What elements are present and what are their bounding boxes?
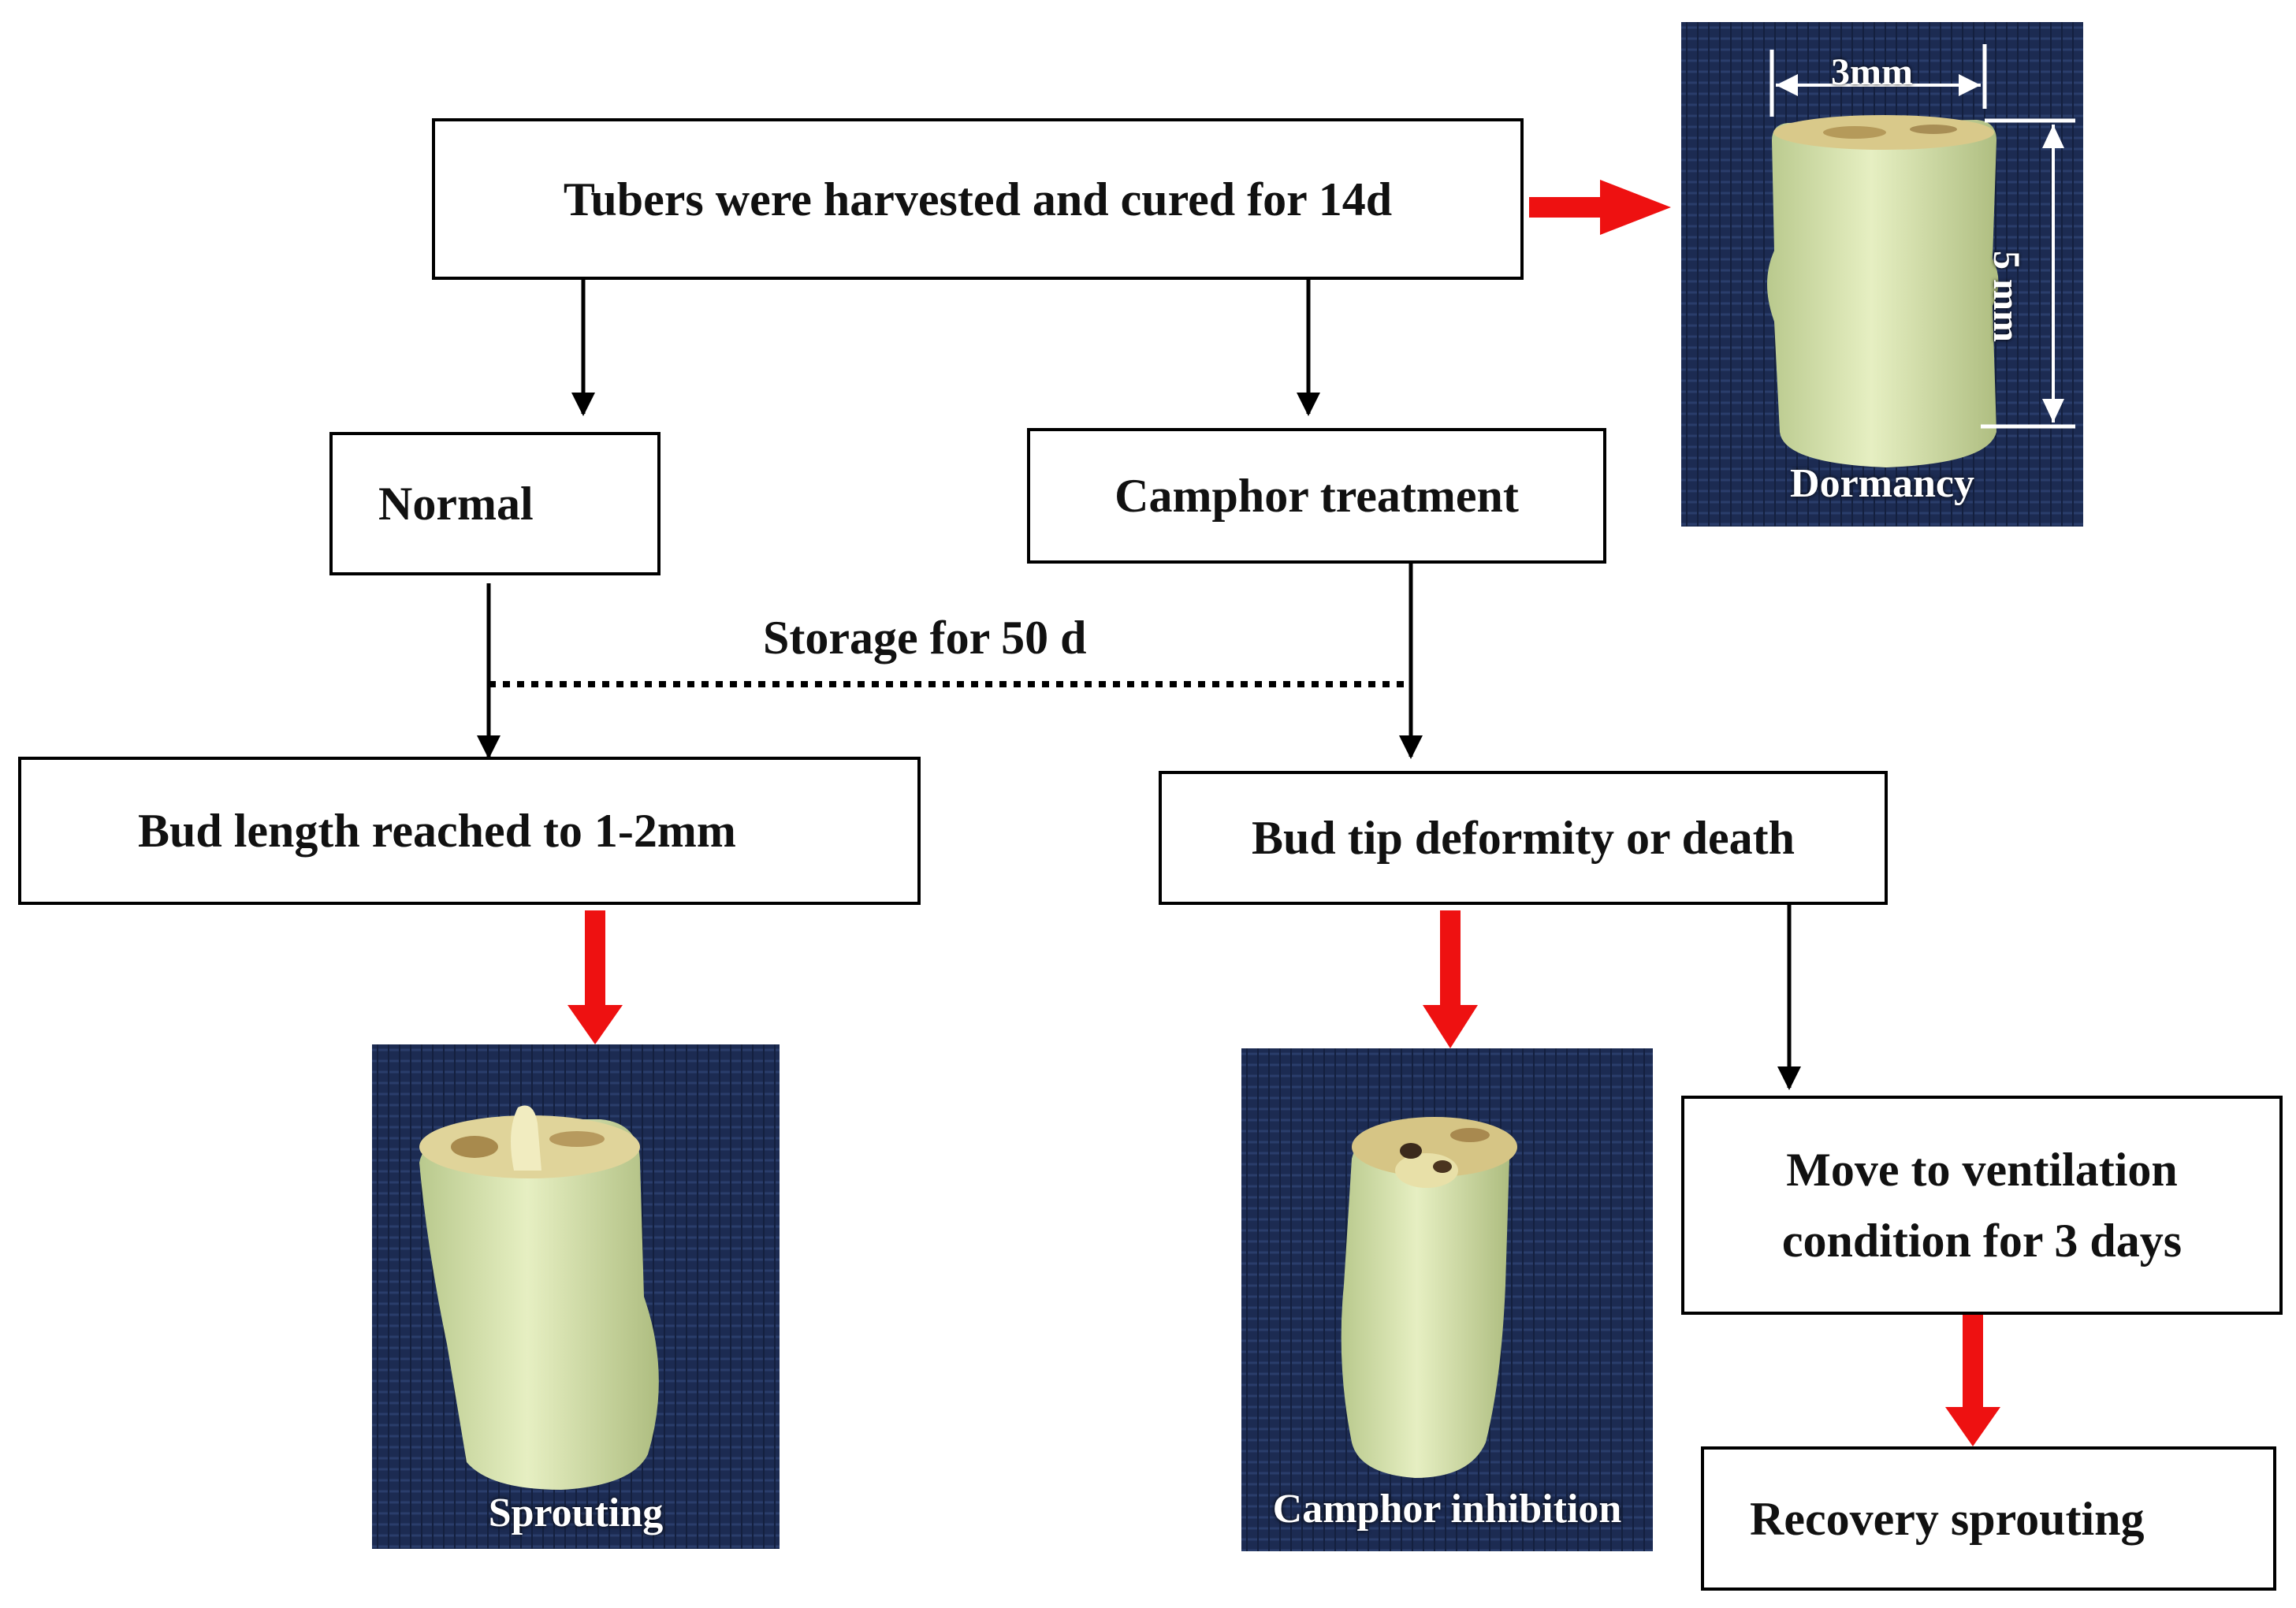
red-arrow-to-camphor-inhibition: [1423, 910, 1478, 1048]
sprouting-image: [372, 1044, 780, 1549]
ventilation-box-line2: condition for 3 days: [1781, 1215, 2183, 1267]
camphor-treatment-box-text: Camphor treatment: [1115, 470, 1519, 522]
bud-tip-box-text: Bud tip deformity or death: [1252, 812, 1795, 864]
sprouting-photo: Sprouting: [372, 1044, 780, 1549]
dormancy-width-label: 3mm: [1831, 51, 1913, 93]
dormancy-photo: 3mm 5 mm Dormancy: [1681, 22, 2083, 527]
normal-box-text: Normal: [378, 478, 534, 530]
dormancy-caption: Dormancy: [1790, 461, 1974, 506]
bud-length-box-text: Bud length reached to 1-2mm: [138, 805, 736, 857]
harvest-box: Tubers were harvested and cured for 14d: [432, 118, 1524, 280]
storage-label: Storage for 50 d: [763, 612, 1087, 664]
normal-box: Normal: [329, 432, 661, 575]
recovery-box-text: Recovery sprouting: [1750, 1492, 2145, 1545]
camphor-inhibition-image: [1241, 1048, 1653, 1551]
ventilation-box: Move to ventilation condition for 3 days: [1681, 1096, 2283, 1315]
dormancy-height-label: 5 mm: [1985, 251, 2027, 342]
red-arrow-to-dormancy: [1529, 180, 1671, 235]
sprouting-caption: Sprouting: [488, 1491, 664, 1535]
ventilation-box-line1: Move to ventilation: [1786, 1144, 2178, 1196]
red-arrow-to-recovery: [1945, 1315, 2000, 1446]
recovery-box: Recovery sprouting: [1701, 1446, 2276, 1591]
camphor-inhibition-caption: Camphor inhibition: [1272, 1487, 1622, 1532]
red-arrow-to-sprouting: [567, 910, 623, 1044]
camphor-treatment-box: Camphor treatment: [1027, 428, 1606, 564]
harvest-box-text: Tubers were harvested and cured for 14d: [563, 173, 1393, 225]
bud-length-box: Bud length reached to 1-2mm: [18, 757, 921, 905]
dormancy-image: [1681, 22, 2083, 527]
bud-tip-box: Bud tip deformity or death: [1159, 771, 1888, 905]
camphor-inhibition-photo: Camphor inhibition: [1241, 1048, 1653, 1551]
